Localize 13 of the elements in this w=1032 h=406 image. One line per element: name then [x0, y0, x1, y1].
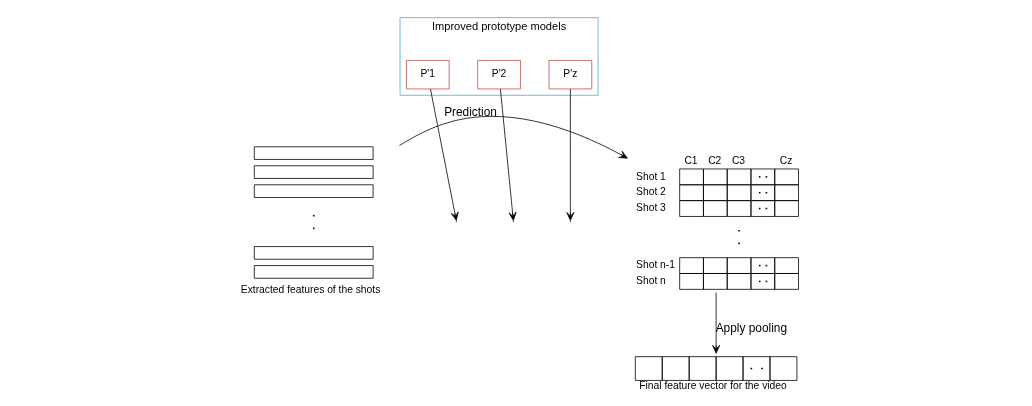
edge-label: Apply pooling [715, 321, 787, 336]
node-label: Final feature vector for the video [638, 379, 787, 391]
node-label: Shot 1 [635, 170, 666, 182]
node-label: Shot n-1 [635, 259, 675, 271]
node-label: Extracted features of the shots [240, 283, 380, 295]
node-label: Shot 3 [635, 202, 666, 214]
node-label: C2 [707, 154, 721, 166]
node-label: Shot n [635, 275, 666, 287]
node-label: C3 [731, 154, 745, 166]
node-label: Shot 2 [635, 186, 666, 198]
edge-label: Prediction [443, 104, 497, 119]
node-label: Cz [779, 154, 792, 166]
node-label: C1 [683, 154, 698, 166]
